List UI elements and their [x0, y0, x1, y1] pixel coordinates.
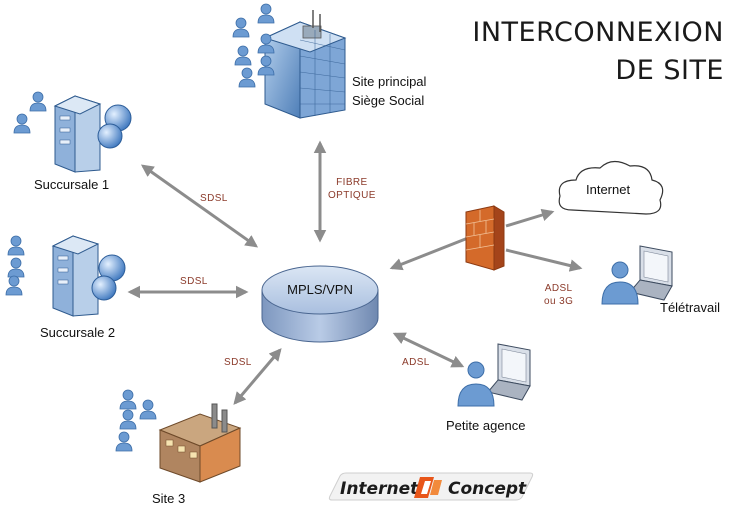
- site3-factory-icon: [158, 403, 242, 483]
- link-firewall: [389, 236, 469, 271]
- link-teletravail: [505, 248, 583, 272]
- succursale2-users-icon: [5, 235, 25, 296]
- site3-label: Site 3: [152, 491, 186, 506]
- link-internet: [505, 208, 555, 228]
- firewall-icon: [465, 205, 505, 271]
- link-label-petite-agence: ADSL: [402, 357, 430, 368]
- teletravail-label: Télétravail: [660, 300, 720, 315]
- succursale2-label: Succursale 2: [40, 325, 116, 340]
- link-label-hq-line2: OPTIQUE: [328, 190, 376, 201]
- link-label-teletravail-line2: ou 3G: [544, 296, 574, 307]
- title-line2: DE SITE: [615, 55, 724, 86]
- internet-cloud-icon: [558, 160, 664, 215]
- teletravail-user-icon: [601, 261, 639, 305]
- internet-label: Internet: [586, 182, 631, 197]
- succursale1-users-icon: [13, 91, 47, 134]
- link-succursale1: [140, 164, 259, 248]
- mpls-hub: [261, 265, 379, 343]
- link-label-hq-line1: FIBRE: [336, 177, 368, 188]
- internet-concept-logo: Internet Concept: [328, 472, 534, 501]
- petite-agence-user-icon: [457, 361, 495, 407]
- succursale2-building-icon: [51, 235, 126, 317]
- succursale1-building-icon: [53, 95, 132, 173]
- link-label-teletravail-line1: ADSL: [544, 283, 573, 294]
- hq-label-line2: Siège Social: [352, 93, 425, 108]
- logo-text-right: Concept: [448, 479, 527, 499]
- link-petite-agence: [392, 332, 465, 368]
- hq-label-line1: Site principal: [352, 74, 427, 89]
- link-label-hq: FIBRE OPTIQUE: [328, 176, 376, 202]
- hq-label: Site principal Siège Social: [352, 72, 426, 110]
- link-label-succursale1: SDSL: [200, 193, 228, 204]
- hub-label: MPLS/VPN: [287, 282, 353, 297]
- succursale1-label: Succursale 1: [34, 177, 110, 192]
- link-label-teletravail: ADSL ou 3G: [544, 282, 573, 308]
- links: [127, 140, 583, 405]
- logo-text-left: Internet: [340, 479, 419, 499]
- hq-users-icon: [232, 3, 275, 88]
- link-site3: [233, 348, 282, 405]
- link-label-succursale2: SDSL: [180, 276, 208, 287]
- link-label-site3: SDSL: [224, 357, 252, 368]
- diagram-title: INTERCONNEXION DE SITE: [472, 14, 724, 90]
- hq-building-icon: [263, 10, 347, 119]
- title-line1: INTERCONNEXION: [472, 17, 724, 48]
- petite-agence-label: Petite agence: [446, 418, 526, 433]
- logo-mark-icon: [414, 477, 442, 498]
- site3-users-icon: [115, 389, 157, 452]
- petite-agence-laptop-icon: [487, 343, 531, 401]
